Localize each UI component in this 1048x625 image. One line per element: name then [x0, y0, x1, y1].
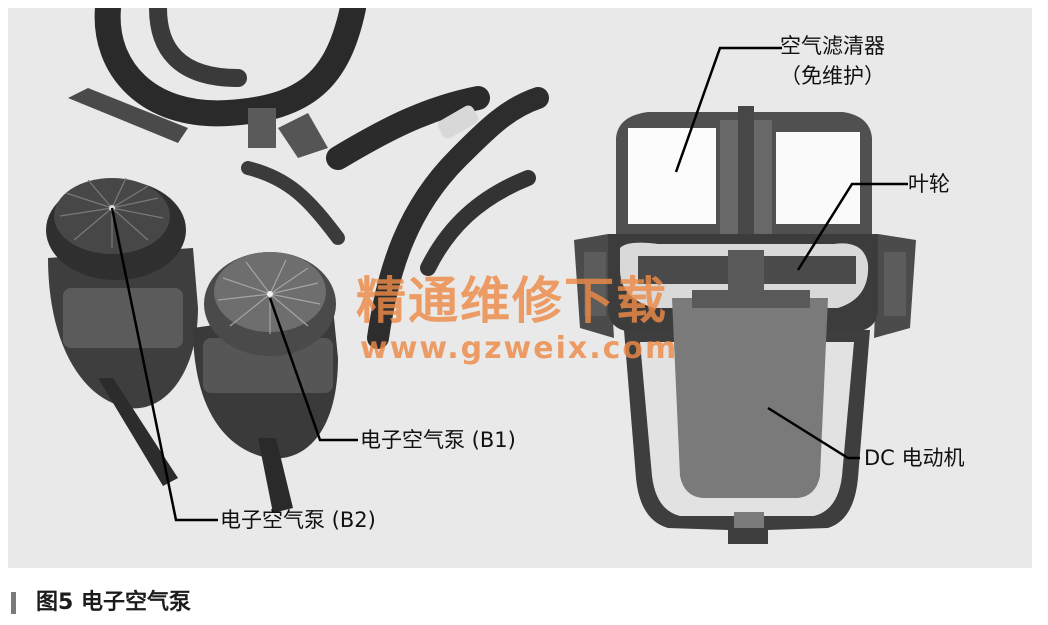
leader-dc-motor	[767, 406, 860, 460]
mount-arm	[98, 378, 178, 486]
label-air-filter: 空气滤清器	[780, 34, 885, 58]
label-impeller: 叶轮	[908, 172, 950, 196]
impeller-hub	[728, 250, 764, 290]
pump-assembly-photo	[46, 8, 549, 513]
motor-top-cap	[692, 290, 810, 308]
bracket	[68, 88, 188, 143]
leader-pump-b1	[268, 297, 358, 442]
diagram-canvas	[46, 8, 916, 544]
pump-b2-cover-ribs	[59, 177, 164, 248]
hose	[241, 161, 345, 245]
hose	[94, 8, 366, 127]
label-pump-b2: 电子空气泵 (B2)	[220, 508, 376, 532]
bracket	[278, 113, 328, 158]
pump-b1-flange	[203, 338, 333, 393]
flange-bolt-right	[884, 252, 906, 316]
label-dc-motor: DC 电动机	[864, 446, 965, 470]
pump-b1-cover-center	[267, 291, 273, 297]
label-pump-b1: 电子空气泵 (B1)	[360, 428, 516, 452]
flange-bolt-left	[584, 252, 606, 316]
mount-arm	[258, 438, 293, 513]
figure-panel: 空气滤清器 （免维护） 叶轮 DC 电动机 电子空气泵 (B1) 电子空气泵 (…	[8, 8, 1032, 568]
leader-air-filter	[674, 46, 782, 173]
motor-base-pad	[734, 512, 764, 528]
caption-marker	[11, 592, 16, 614]
hose	[367, 87, 549, 349]
hose-clip	[437, 105, 479, 139]
leader-lines	[110, 46, 908, 522]
pump-cutaway	[574, 106, 916, 544]
hose	[420, 170, 536, 276]
leader-impeller	[796, 182, 908, 271]
label-air-filter-note: （免维护）	[780, 64, 885, 88]
dc-motor	[672, 298, 828, 498]
filter-element-left	[628, 128, 716, 224]
pump-b2-flange	[63, 288, 183, 348]
bracket	[248, 108, 276, 148]
figure-caption: 图5 电子空气泵	[36, 590, 191, 615]
leader-pump-b2	[110, 207, 218, 522]
hose	[149, 8, 247, 87]
filter-center-shaft	[738, 106, 754, 234]
filter-element-right	[776, 132, 860, 224]
hose	[326, 86, 490, 170]
watermark-url: www.gzweix.com	[360, 331, 679, 366]
watermark-site-name: 精通维修下载	[356, 271, 668, 330]
